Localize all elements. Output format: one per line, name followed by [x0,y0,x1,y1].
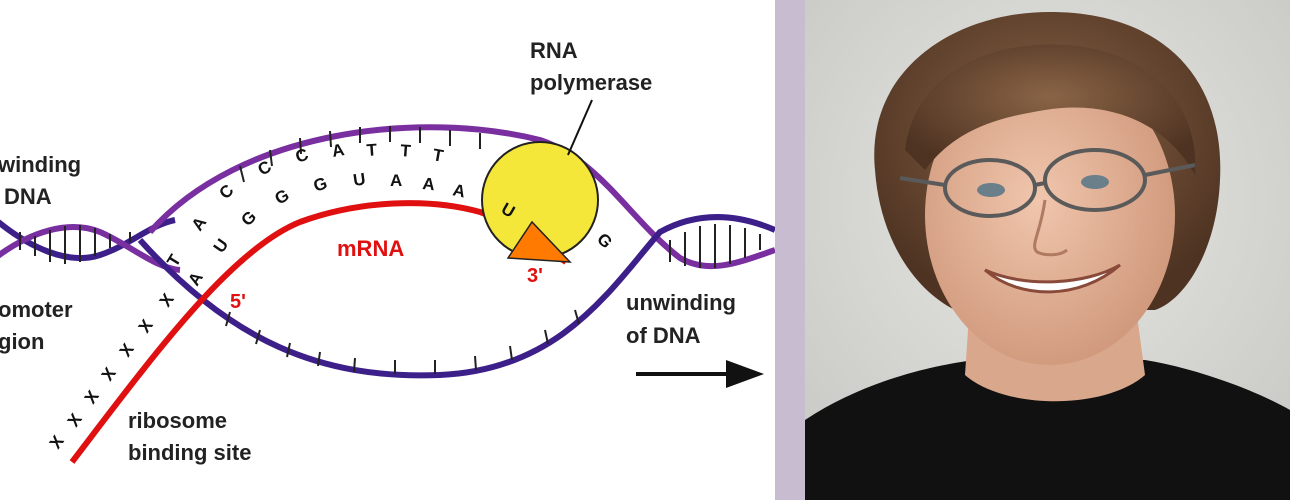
template-base: A [188,213,211,234]
tail-mark: X [156,290,178,311]
template-base: T [366,140,378,160]
template-strand-ticks [239,126,481,183]
tail-mark: X [116,340,138,361]
template-base: G [593,229,616,252]
left-eye [977,183,1005,197]
mrna-base: A [422,174,436,194]
smile [984,263,1121,294]
polymerase-pointer [567,99,593,156]
left-helix-strand-b [0,224,181,273]
winding-label-1: winding [0,152,81,177]
transcription-diagram: T A C C C A T T T A A T G A U [0,38,775,465]
mrna-label: mRNA [337,236,404,261]
template-base: T [400,141,412,161]
tail-mark: X [81,387,103,408]
template-base: T [431,145,445,166]
mrna-base: G [311,173,330,195]
template-base: C [293,145,311,167]
nose [1033,199,1068,257]
glasses [899,148,1196,218]
mrna-base: U [352,169,367,190]
mrna-base: A [390,171,402,190]
right-helix-rungs [669,224,761,268]
promoter-label-2: gion [0,329,44,354]
mrna-base: U [210,235,233,256]
tail-mark: X [46,432,68,453]
rna-polymerase-arrow [506,220,572,263]
rna-polymerase-label-2: polymerase [530,70,652,95]
ribosome-label-2: binding site [128,440,251,465]
portrait-photo [805,0,1290,500]
promoter-label-1: omoter [0,297,73,322]
winding-label-2: DNA [4,184,52,209]
tail-mark: X [98,364,120,385]
panel-divider [775,0,805,500]
template-base: C [215,181,237,203]
coding-strand-ticks [225,309,580,374]
five-prime-label: 5' [230,291,246,313]
portrait-svg [805,0,1290,500]
ribosome-label-1: ribosome [128,408,227,433]
tail-mark: X [64,410,86,431]
template-base: A [330,140,345,161]
three-prime-label: 3' [527,265,543,287]
face [925,65,1175,365]
tail-mark: X [135,316,157,337]
right-eye [1081,175,1109,189]
rna-polymerase-label-1: RNA [530,38,578,63]
direction-arrow-head [726,360,764,388]
mrna-base: G [272,185,293,208]
left-helix-rungs [19,225,131,264]
mrna-base: A [451,180,467,201]
unwinding-label-2: of DNA [626,323,701,348]
diagram-svg: T A C C C A T T T A A T G A U [0,38,775,465]
hair-fringe [905,44,1196,175]
mrna-base: G [237,207,260,230]
unwinding-label-1: unwinding [626,290,736,315]
shirt [805,360,1290,500]
